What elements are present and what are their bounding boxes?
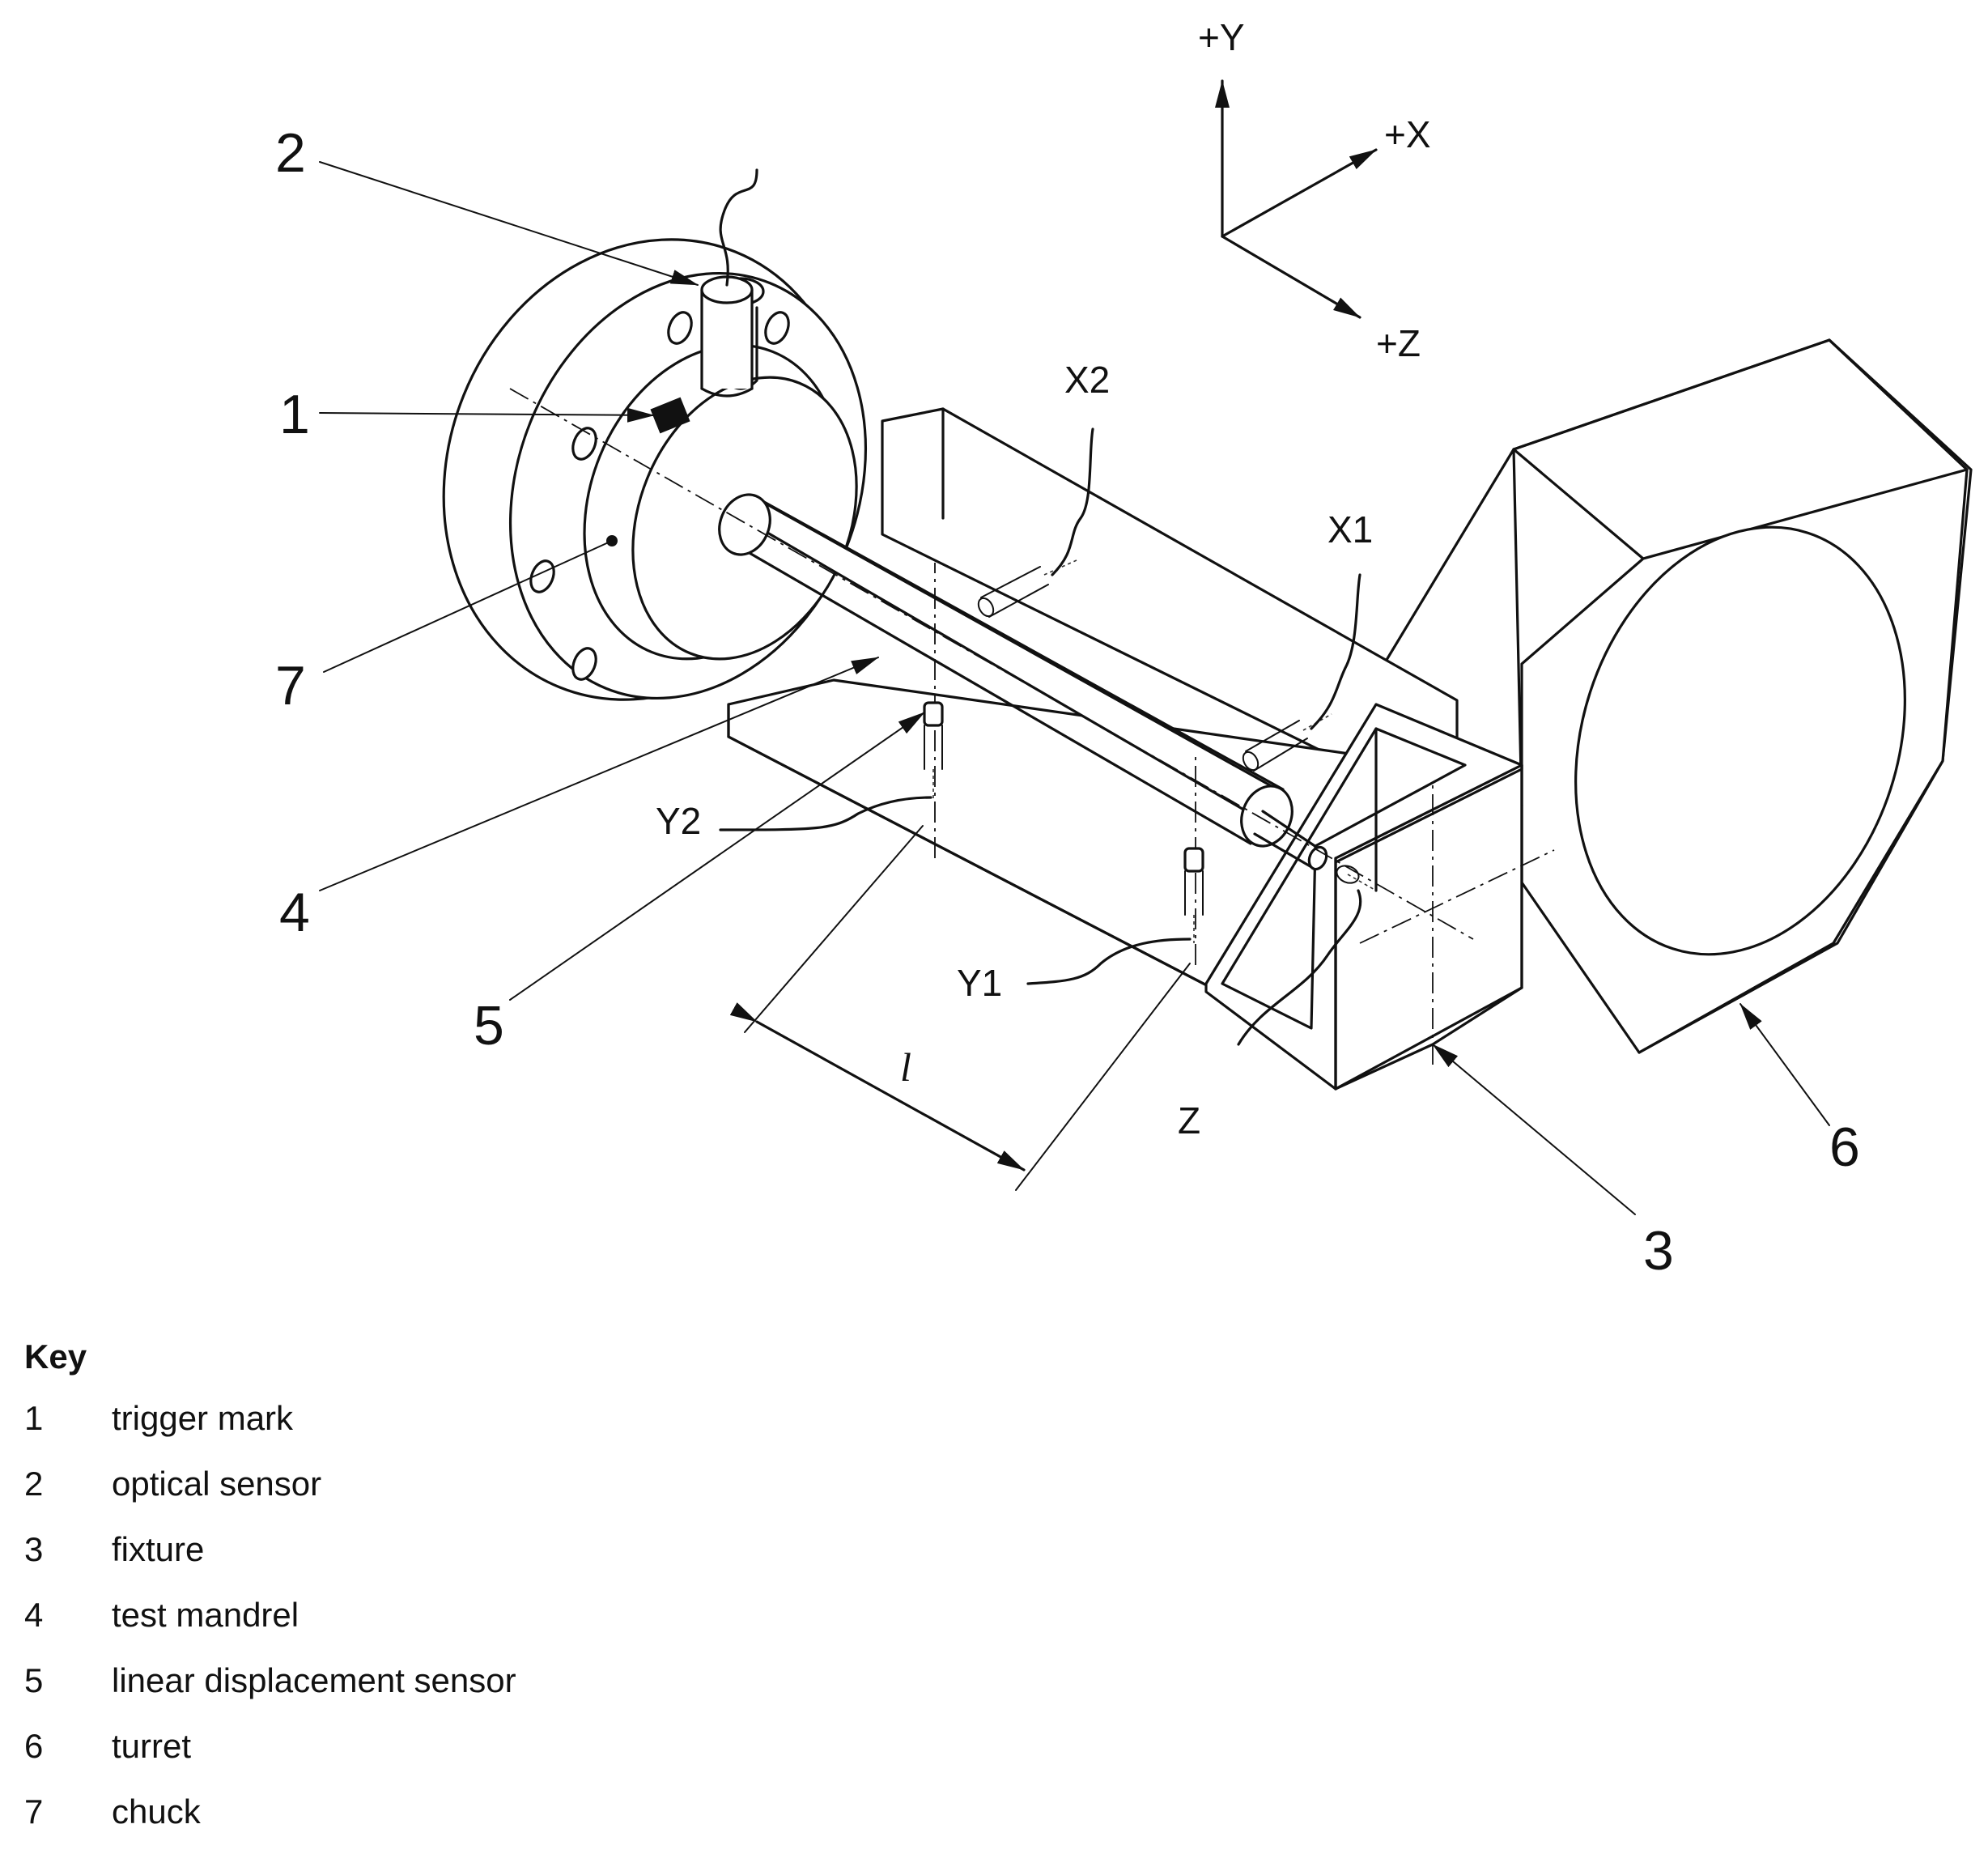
sensor-x1 <box>1242 573 1361 772</box>
key-item: 5 linear displacement sensor <box>24 1664 1319 1729</box>
key-item: 4 test mandrel <box>24 1598 1319 1664</box>
axis-y-label: +Y <box>1198 16 1245 58</box>
key-item-label: optical sensor <box>112 1465 322 1503</box>
fixture <box>727 407 1523 1091</box>
setup-diagram: +Y +X +Z <box>275 16 1973 1282</box>
sensor-z <box>1237 865 1377 1046</box>
mandrel-centerline <box>509 388 1474 940</box>
key-item-label: turret <box>112 1727 192 1765</box>
test-mandrel <box>718 493 1328 871</box>
key-item: 6 turret <box>24 1729 1319 1795</box>
axis-z-label: +Z <box>1376 322 1421 364</box>
key-item-number: 6 <box>24 1727 44 1765</box>
axis-triad: +Y +X +Z <box>1198 16 1431 364</box>
key-title: Key <box>24 1337 87 1376</box>
key-item: 3 fixture <box>24 1533 1319 1598</box>
label-x2: X2 <box>1064 359 1110 401</box>
optical-sensor <box>700 168 765 398</box>
key-item-number: 2 <box>24 1465 44 1503</box>
dimension-l: l <box>729 825 1191 1191</box>
key-item-number: 1 <box>24 1399 44 1437</box>
key-item-number: 7 <box>24 1792 44 1831</box>
callout-1: 1 <box>279 384 310 445</box>
label-z: Z <box>1178 1099 1200 1142</box>
label-y1: Y1 <box>957 962 1002 1004</box>
callout-6: 6 <box>1829 1116 1860 1178</box>
callout-5: 5 <box>474 995 504 1057</box>
axis-x-label: +X <box>1384 113 1431 155</box>
sensor-y1 <box>1026 847 1204 985</box>
key-item-label: chuck <box>112 1792 201 1831</box>
callout-2: 2 <box>275 122 306 184</box>
callout-7: 7 <box>275 655 306 717</box>
key-item-label: test mandrel <box>112 1596 299 1634</box>
label-y2: Y2 <box>656 800 701 842</box>
key-item-label: linear displacement sensor <box>112 1661 516 1699</box>
key-item: 7 chuck <box>24 1795 1319 1860</box>
label-x1: X1 <box>1327 508 1373 551</box>
callout-3: 3 <box>1643 1220 1674 1282</box>
key-item-number: 4 <box>24 1596 44 1634</box>
key-item-label: fixture <box>112 1530 205 1568</box>
key-item: 2 optical sensor <box>24 1467 1319 1533</box>
key-item-label: trigger mark <box>112 1399 294 1437</box>
dimension-l-label: l <box>900 1044 911 1090</box>
key-item: 1 trigger mark <box>24 1401 1319 1467</box>
key-item-number: 3 <box>24 1530 44 1568</box>
z-centerline <box>1359 849 1555 944</box>
callout-leaders <box>319 161 1830 1215</box>
key-item-number: 5 <box>24 1661 44 1699</box>
sensor-x2 <box>977 427 1094 618</box>
turret <box>1383 338 1973 1054</box>
callout-4: 4 <box>279 882 310 943</box>
key-legend: Key 1 trigger mark 2 optical sensor 3 fi… <box>24 1340 1319 1860</box>
trigger-mark <box>650 397 690 434</box>
